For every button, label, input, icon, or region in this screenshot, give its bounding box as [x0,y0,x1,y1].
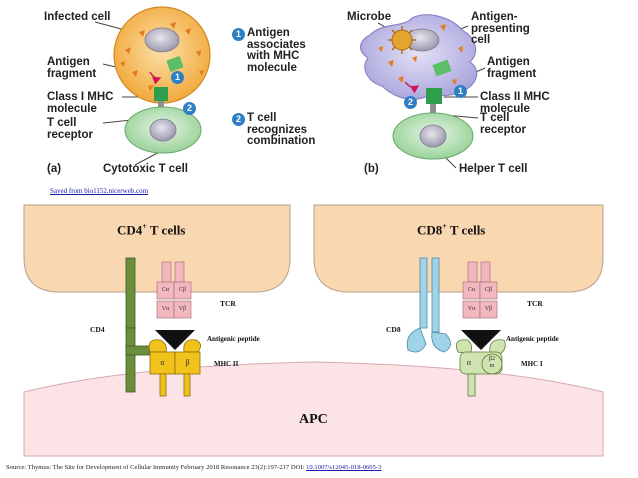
mhc2-bottom [148,339,201,397]
badge-2-a-inner: 2 [183,102,196,115]
source-citation: Source: Thymus: The Site for Development… [6,464,382,471]
chain-c-alpha-left: Cα [161,287,170,293]
label-antigen-fragment-a: Antigen fragment [47,56,97,80]
label-step1: Antigen associates with MHC molecule [247,27,306,74]
chain-v-alpha-right: Vα [467,306,476,312]
tcell-nucleus-a [149,118,177,142]
panel-a [94,6,211,166]
chain-c-beta-left: Cβ [178,287,187,293]
label-step2: T cell recognizes combination [247,112,316,147]
cd8-t-cell-box [313,204,604,293]
cd8-title: CD8+ T cells [417,222,486,238]
doi-link[interactable]: 10.1007/s12045-018-0605-3 [306,464,382,471]
apc-cell [23,361,604,457]
label-class2-mhc: Class II MHC molecule [480,91,550,115]
label-cytotoxic: Cytotoxic T cell [103,163,188,175]
cd4-t-cell-box [23,204,291,293]
saved-from-link[interactable]: Saved from bio1152.nicerweb.com [50,187,149,195]
mhc2-beta: β [185,358,190,367]
mhc-fragment-a [166,55,184,73]
antigen-arrow-left [155,330,195,350]
antigen-fragments-b [378,24,463,85]
badge-1-b: 1 [454,85,467,98]
label-apc-bottom: APC [299,412,328,427]
mhc1-alpha: α [466,358,472,367]
label-panel-b: (b) [364,163,379,175]
label-helper: Helper T cell [459,163,528,175]
badge-1-a-inner: 1 [171,71,184,84]
label-tcr-b: T cell receptor [480,112,527,136]
mhc2-alpha: α [160,358,165,367]
label-mhc2: MHC II [214,360,239,368]
tcell-nucleus-b [419,124,447,148]
cd4-title: CD4+ T cells [117,222,186,238]
tcr-b [430,104,436,118]
mhc1-bottom [455,339,506,397]
mhc1-b2m: β2 m [488,355,496,369]
bottom-diagram [23,204,604,457]
antigen-arrow-right [461,330,501,350]
label-antigenic-left: Antigenic peptide [207,335,260,343]
badge-2-b: 2 [404,96,417,109]
mhc-fragment-b [432,59,452,77]
label-antigen-fragment-b: Antigen fragment [487,56,537,80]
chain-c-beta-right: Cβ [484,287,493,293]
label-apc: Antigen- presenting cell [471,11,530,46]
chain-v-beta-right: Vβ [484,306,493,312]
label-tcr-left: TCR [220,299,236,308]
tcr-right [462,261,498,319]
mhc1-molecule [154,87,168,101]
label-cd8: CD8 [386,325,401,334]
label-cd4: CD4 [90,325,105,334]
label-tcr-a: T cell receptor [47,117,94,141]
badge-1-a: 1 [232,28,245,41]
microbe-icon [388,26,416,54]
mhc2-molecule [426,88,442,104]
antigen-fragments-a [120,22,204,91]
label-microbe: Microbe [347,11,392,23]
label-infected-cell: Infected cell [44,11,111,23]
chain-v-alpha-left: Vα [161,306,170,312]
panel-b [360,14,486,169]
label-tcr-right: TCR [527,299,543,308]
tcr-left [156,261,192,319]
label-panel-a: (a) [47,163,62,175]
badge-2-a: 2 [232,113,245,126]
label-class1-mhc: Class I MHC molecule [47,91,114,115]
chain-v-beta-left: Vβ [178,306,187,312]
infected-nucleus [144,27,180,53]
label-antigenic-right: Antigenic peptide [506,335,559,343]
label-mhc1: MHC I [521,360,543,368]
cd8-molecule [406,257,451,353]
chain-c-alpha-right: Cα [467,287,476,293]
